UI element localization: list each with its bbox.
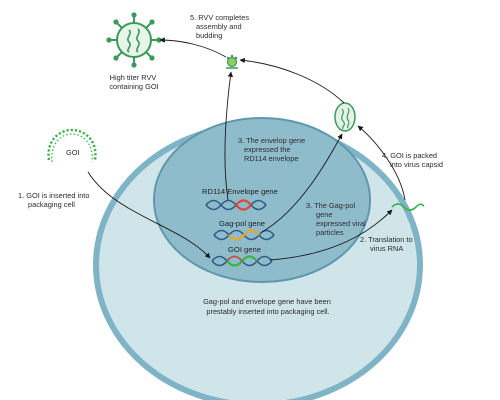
budding-virus-icon	[226, 54, 238, 69]
arrow-budding-to-release	[159, 37, 227, 58]
nucleus	[153, 117, 371, 283]
label-step3-gagpol: 3. The Gag-pol gene expressed viral part…	[306, 201, 368, 237]
label-step3-envelope: 3. The envelop gene expressed the RD114 …	[238, 136, 307, 163]
high-titer-virus-icon	[106, 12, 162, 68]
label-high-titer: High titer RVV containing GOI	[109, 73, 158, 91]
label-bottom-note: Gag-pol and envelope gene have been pres…	[203, 297, 333, 316]
arrow-goi-to-nucleus	[87, 171, 211, 259]
label-step5: 5. RVV completes assembly and budding	[190, 13, 251, 40]
rna-strand	[391, 203, 425, 211]
arrow-goi-to-rna	[269, 209, 393, 261]
label-gagpol-gene: Gag-pol gene	[219, 219, 265, 228]
label-goi-gene: GOI gene	[228, 245, 261, 254]
label-step4: 4. GOI is packed into virus capsid	[382, 151, 443, 169]
label-step1: 1. GOI is inserted into packaging cell	[18, 191, 92, 209]
arrow-rd114-to-budding	[224, 71, 234, 201]
label-goi-plasmid: GOI	[66, 148, 80, 157]
arrow-gagpol-to-capsid	[261, 133, 343, 233]
viral-capsid-icon	[334, 102, 356, 132]
goi-dna	[211, 255, 273, 267]
label-step2: 2. Translation to virus RNA	[360, 235, 415, 253]
arrow-capsid-to-budding	[239, 57, 345, 104]
arrow-rna-to-capsid	[357, 125, 406, 201]
goi-plasmid-icon	[47, 128, 97, 163]
rd114-envelope-dna	[205, 199, 267, 211]
label-rd114-gene: RD114 Envelope gene	[202, 187, 278, 196]
